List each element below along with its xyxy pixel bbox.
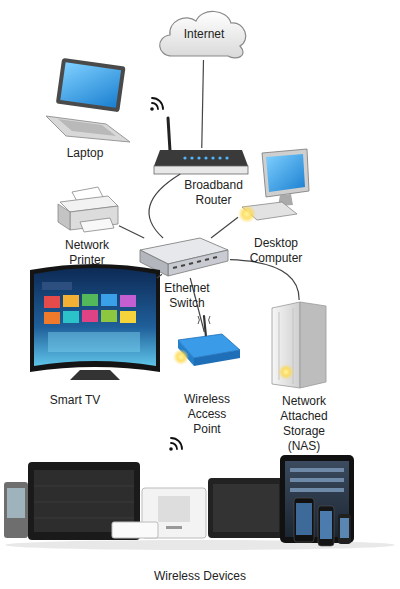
network-cable — [149, 174, 180, 238]
device-label: Wireless Access Point — [179, 392, 235, 437]
device-label: Broadband Router — [174, 178, 254, 208]
label-group: Wireless Access Point — [179, 392, 235, 437]
wifi-symbol — [169, 438, 182, 451]
printer-illustration — [58, 187, 118, 232]
device-node: Broadband Router — [153, 148, 250, 174]
network-cable — [119, 226, 144, 238]
network-cable — [202, 60, 204, 148]
network-cable — [157, 274, 162, 278]
label-group: Wireless Devices — [100, 569, 300, 584]
device-label: Internet — [184, 27, 225, 42]
label-group: Network Attached Storage (NAS) — [273, 394, 335, 454]
device-node: Laptop — [40, 58, 130, 144]
label-group: Network Printer — [56, 238, 118, 268]
wifi-symbol — [150, 98, 163, 111]
desktop-illustration — [238, 149, 309, 223]
device-node: Smart TV — [28, 264, 162, 380]
wireless-devices-illustration — [4, 455, 395, 550]
network-cable — [230, 260, 299, 300]
device-node: Network Attached Storage (NAS) — [266, 300, 330, 388]
nas-illustration — [272, 302, 326, 388]
device-label: Laptop — [45, 146, 125, 161]
router-illustration — [154, 118, 248, 174]
device-label: Network Attached Storage (NAS) — [273, 394, 335, 454]
label-group: Laptop — [45, 146, 125, 161]
label-group: Smart TV — [35, 393, 115, 408]
device-label: Smart TV — [35, 393, 115, 408]
access-point-illustration — [173, 316, 240, 366]
device-node: Ethernet Switch — [140, 238, 230, 278]
device-node: Wireless Access Point — [176, 332, 242, 368]
device-node: Desktop Computer — [238, 148, 314, 228]
device-label: Network Printer — [56, 238, 118, 268]
tv-illustration — [30, 264, 160, 380]
label-group: Desktop Computer — [245, 236, 307, 266]
device-node: Internet — [165, 8, 243, 60]
network-cable — [211, 217, 238, 238]
device-label: Wireless Devices — [100, 569, 300, 584]
label-group: Broadband Router — [174, 178, 254, 208]
label-group: Ethernet Switch — [156, 281, 218, 311]
device-label: Ethernet Switch — [156, 281, 218, 311]
device-node: Wireless Devices — [2, 452, 398, 560]
cloud-shape — [160, 11, 246, 58]
device-node: Network Printer — [55, 188, 119, 232]
device-label: Desktop Computer — [245, 236, 307, 266]
label-group: Internet — [165, 8, 243, 60]
laptop-illustration — [46, 58, 130, 142]
